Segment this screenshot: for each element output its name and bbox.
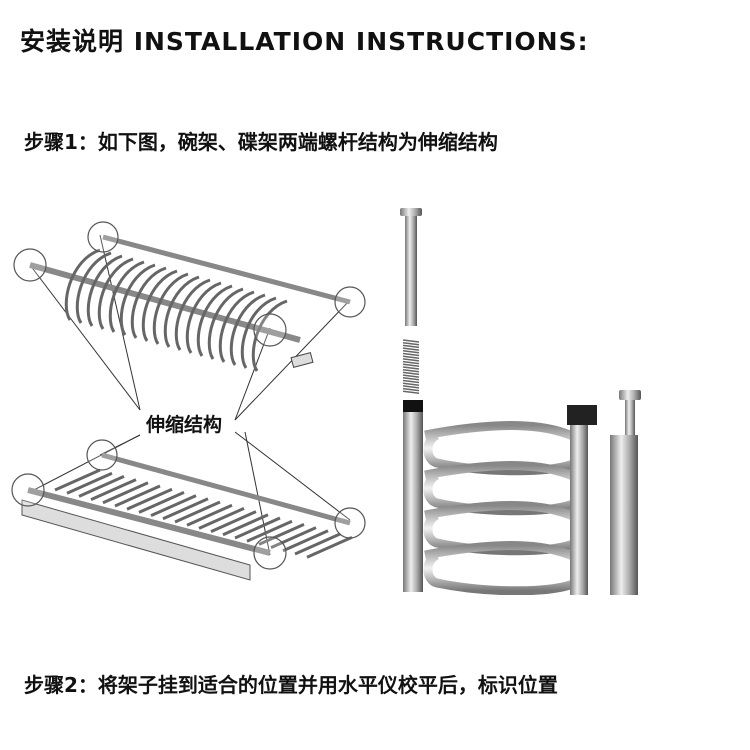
rack-wire <box>163 275 200 348</box>
rack-wire <box>234 516 281 540</box>
rack-wire <box>210 510 257 533</box>
rack-wire <box>64 248 101 321</box>
spring-coil <box>402 347 420 351</box>
rack-wire <box>198 507 245 530</box>
rack-wire <box>138 491 185 514</box>
spring-coil <box>402 341 420 346</box>
dish-rack <box>21 452 353 581</box>
spring-coil <box>402 344 420 349</box>
spring-coil <box>402 379 420 384</box>
back-rail <box>101 452 351 526</box>
step-1-text: 步骤1：如下图，碗架、碟架两端螺杆结构为伸缩结构 <box>24 130 498 154</box>
rack-wire <box>162 497 209 521</box>
spring <box>402 339 420 395</box>
rack-wire <box>130 266 167 339</box>
rack-wire <box>229 293 266 366</box>
rack-wire <box>150 494 197 517</box>
rack-wire <box>152 272 189 345</box>
rack-wire <box>222 513 269 537</box>
end-cap <box>567 405 597 425</box>
rack-wire <box>174 278 211 351</box>
spring-coil <box>402 387 420 392</box>
page-title: 安装说明 INSTALLATION INSTRUCTIONS: <box>20 27 589 56</box>
rack-wire <box>78 475 125 498</box>
rack-wire <box>174 500 221 524</box>
left-post <box>403 402 423 592</box>
spring-coil <box>402 363 420 368</box>
rack-wire <box>97 257 134 330</box>
rack-wire <box>294 532 341 556</box>
rack-wire <box>86 254 123 327</box>
rack-wire <box>66 471 113 495</box>
spring-coil <box>402 377 420 381</box>
rack-wire <box>126 487 173 511</box>
spring-coil <box>402 390 420 395</box>
spring-coil <box>402 360 420 365</box>
rack-wire <box>218 290 255 363</box>
rack-wire <box>196 284 233 357</box>
rack-wire <box>207 287 244 360</box>
rack-wire <box>108 260 145 333</box>
spring-coil <box>402 371 420 376</box>
rack-wire <box>186 503 233 527</box>
bowl-rack <box>29 234 351 372</box>
telescopic-rod-photo <box>400 208 641 595</box>
hook <box>290 351 314 369</box>
rack-wire <box>119 263 156 336</box>
rack-wire <box>185 281 222 354</box>
bolt <box>400 208 422 326</box>
spring-coil <box>402 352 420 357</box>
tray-front <box>21 499 251 581</box>
right-post <box>610 435 638 595</box>
step-2-text: 步骤2：将架子挂到适合的位置并用水平仪校平后，标识位置 <box>24 673 558 697</box>
rack-wire <box>90 478 137 501</box>
rack-wire <box>270 526 317 549</box>
telescopic-structure-label: 伸缩结构 <box>144 410 225 437</box>
rack-wire <box>141 269 178 342</box>
rack-diagram <box>11 221 366 581</box>
rack-wire <box>240 296 277 369</box>
rack-wire <box>251 299 288 372</box>
spring-coil <box>402 382 420 386</box>
spring-coil <box>402 385 420 389</box>
spring-coil <box>402 366 420 370</box>
wire-loops <box>423 421 586 595</box>
rack-wire <box>306 535 353 559</box>
spring-coil <box>402 358 420 362</box>
rack-wire <box>114 484 161 508</box>
front-rail <box>27 487 271 556</box>
front-rail <box>29 262 301 343</box>
back-rail <box>102 234 351 305</box>
spring-coil <box>402 355 420 359</box>
spring-coil <box>402 339 420 343</box>
callout-circles <box>11 221 366 570</box>
rack-wire <box>258 523 305 546</box>
rack-wire <box>54 468 101 492</box>
rack-wire <box>246 519 293 543</box>
rack-wire <box>75 251 112 324</box>
spring-coil <box>402 374 420 378</box>
rack-wire <box>282 529 329 553</box>
spring-coil <box>402 368 420 373</box>
rack-wire <box>102 481 149 505</box>
spring-coil <box>402 350 420 354</box>
